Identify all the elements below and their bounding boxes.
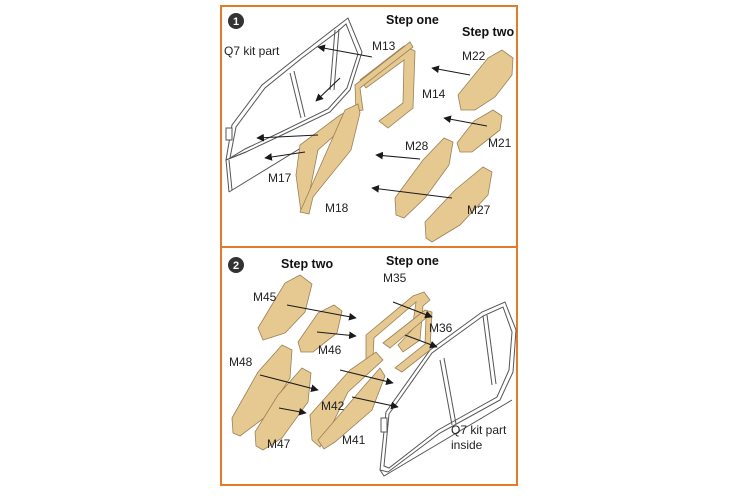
label-m14: M14 <box>422 87 446 101</box>
mask-m41 <box>317 367 386 450</box>
mask-m18 <box>299 103 361 215</box>
label-m46: M46 <box>318 343 342 357</box>
mask-m28 <box>394 137 454 219</box>
step-badge-2 <box>228 257 244 273</box>
step-two-heading: Step two <box>462 25 514 39</box>
mask-m21 <box>456 109 503 153</box>
label-m47: M47 <box>267 437 291 451</box>
panel-1: 1 Step one Step two Q7 kit part <box>224 13 514 243</box>
label-m41: M41 <box>342 433 366 447</box>
label-m42: M42 <box>321 399 345 413</box>
label-m17: M17 <box>268 171 292 185</box>
mask-m14 <box>359 45 416 129</box>
step-two-heading-2: Step two <box>281 257 333 271</box>
label-m45: M45 <box>253 290 277 304</box>
step-badge-1-number: 1 <box>233 16 239 28</box>
canopy-kit-part-inside <box>379 301 517 477</box>
label-m21: M21 <box>488 136 512 150</box>
step-one-heading: Step one <box>386 13 439 27</box>
label-m28: M28 <box>405 139 429 153</box>
label-m13: M13 <box>372 39 396 53</box>
mask-m22 <box>457 49 514 111</box>
canopy-kit-part <box>225 17 363 193</box>
label-m18: M18 <box>325 201 349 215</box>
kit-part-inside-label-line2: inside <box>451 438 483 452</box>
label-m36: M36 <box>429 321 453 335</box>
label-m27: M27 <box>467 203 491 217</box>
kit-part-label: Q7 kit part <box>224 44 280 58</box>
mask-m27 <box>424 166 493 243</box>
label-m22: M22 <box>462 49 486 63</box>
mask-m48 <box>231 344 293 437</box>
panel-2: 2 Step two Step one <box>228 254 517 477</box>
label-m35: M35 <box>383 271 407 285</box>
step-badge-2-number: 2 <box>233 260 239 272</box>
panel-2-border <box>220 246 518 486</box>
step-one-heading-2: Step one <box>386 254 439 268</box>
step-badge-1 <box>228 13 244 29</box>
kit-part-inside-label-line1: Q7 kit part <box>451 423 507 437</box>
label-m48: M48 <box>229 355 253 369</box>
mask-m45 <box>257 274 313 341</box>
